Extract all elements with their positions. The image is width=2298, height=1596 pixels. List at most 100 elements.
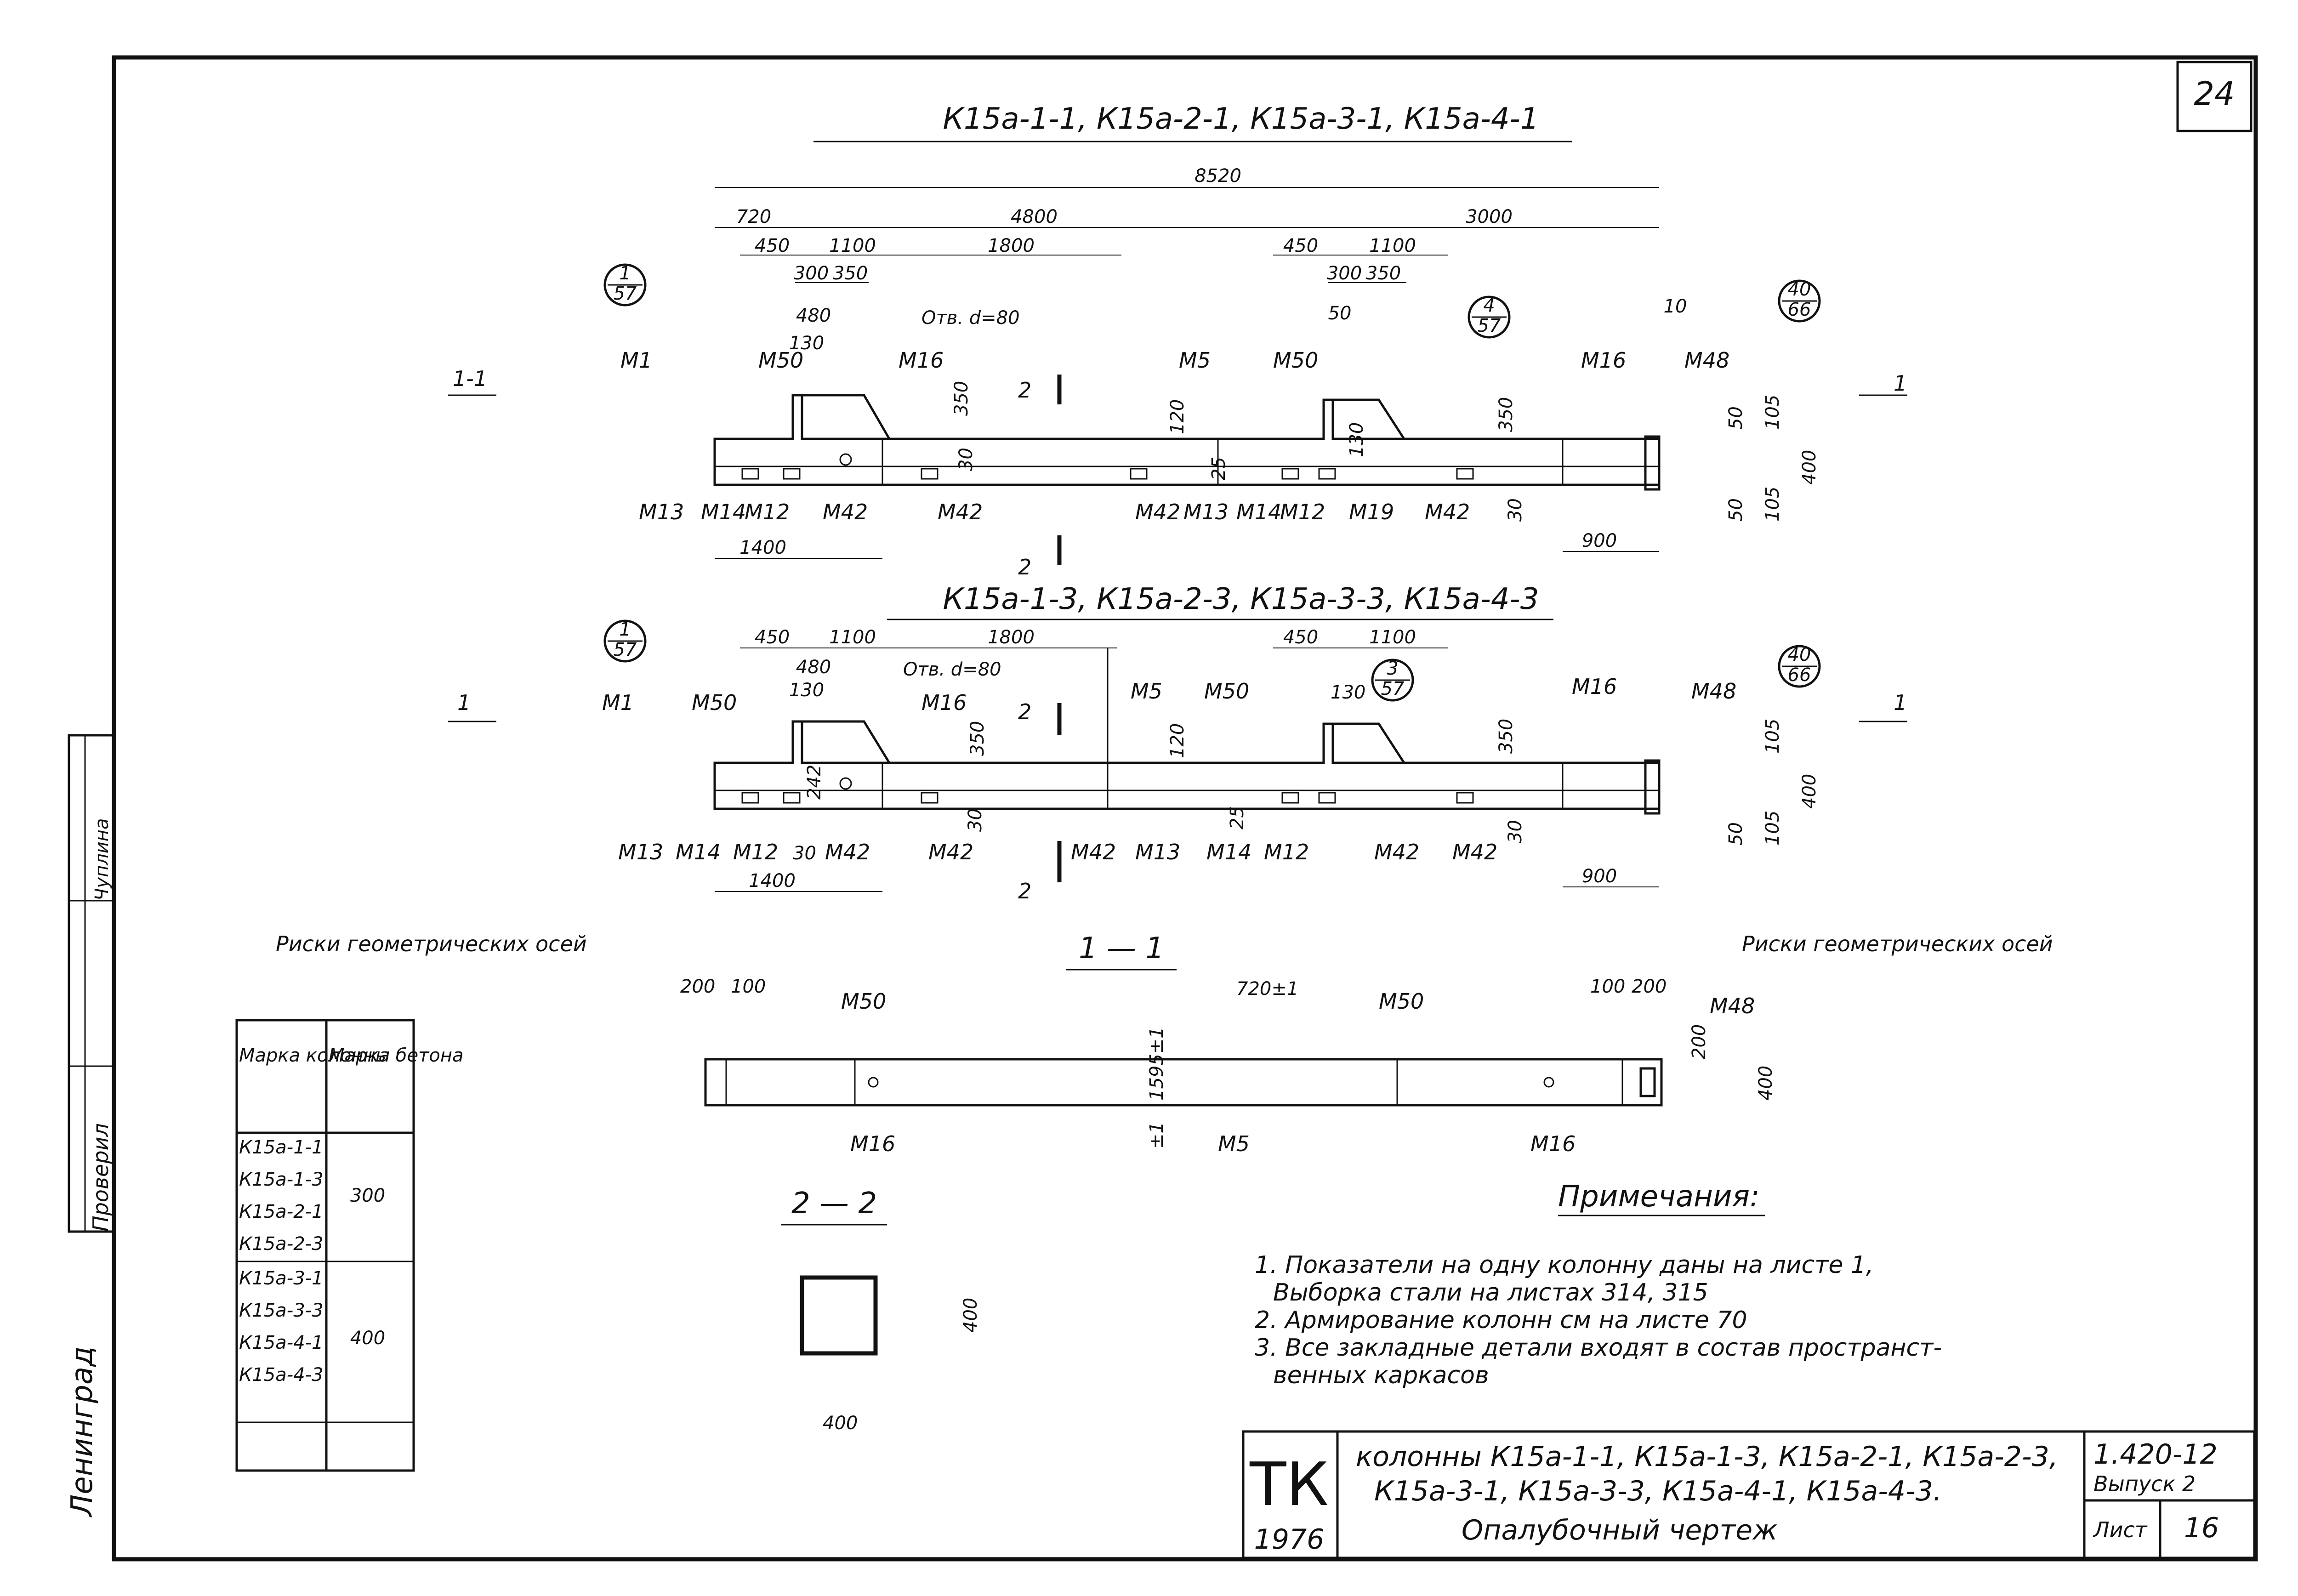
section11-dim-200r: 200 bbox=[1632, 976, 1667, 997]
view2-label-m12: M12 bbox=[733, 840, 778, 864]
view1-dim-120: 120 bbox=[1167, 399, 1188, 434]
view2-dim-450b: 450 bbox=[1283, 627, 1318, 648]
view2-dim-130b: 130 bbox=[1331, 682, 1365, 703]
view2-callout3-bottom: 66 bbox=[1788, 665, 1811, 686]
notes-item: 2. Армирование колонн см на листе 70 bbox=[1255, 1306, 1747, 1334]
view2-label-m5: M5 bbox=[1131, 679, 1162, 704]
view2-callout2-top: 3 bbox=[1387, 658, 1398, 679]
view1-dim-1800: 1800 bbox=[988, 235, 1035, 256]
view1-dim-4800: 4800 bbox=[1011, 206, 1058, 227]
view2-dim-105: 105 bbox=[1762, 719, 1783, 754]
view2-dim-1100: 1100 bbox=[829, 627, 876, 648]
view2-label-m42c: M42 bbox=[1071, 840, 1116, 864]
section11-label-m5: M5 bbox=[1218, 1131, 1250, 1156]
section11-dim-720: 720±1 bbox=[1236, 978, 1298, 1000]
marks-table-row: К15а-3-1 bbox=[239, 1268, 324, 1289]
side-stamp-checked: Проверил bbox=[88, 1123, 113, 1232]
view1-dim-50b: 50 bbox=[1725, 498, 1746, 522]
view1: К15а-1-1, К15а-2-1, К15а-3-1, К15а-4-1 8… bbox=[448, 102, 1907, 579]
view2-callout1-bottom: 57 bbox=[614, 639, 637, 660]
view1-dim-300b: 300 bbox=[1327, 263, 1362, 284]
view1-title: К15а-1-1, К15а-2-1, К15а-3-1, К15а-4-1 bbox=[943, 102, 1539, 136]
notes: Примечания: 1. Показатели на одну колонн… bbox=[1255, 1180, 1942, 1389]
sheet-number: 24 bbox=[2194, 75, 2235, 113]
view1-dim-350: 350 bbox=[833, 263, 868, 284]
marks-table: Марка колонны Марка бетона К15а-1-1 К15а… bbox=[235, 1019, 464, 1472]
notes-item: 1. Показатели на одну колонну даны на ли… bbox=[1255, 1251, 1874, 1279]
view1-dim-105b: 105 bbox=[1762, 487, 1783, 522]
view1-callout2-top: 4 bbox=[1483, 295, 1495, 316]
view1-dim-1400: 1400 bbox=[739, 537, 786, 558]
view1-dim-350b: 350 bbox=[1366, 263, 1401, 284]
view2-section-mark-2-top: 2 bbox=[1018, 699, 1031, 724]
view1-dim-10: 10 bbox=[1664, 296, 1687, 317]
view1-dim-1100b: 1100 bbox=[1369, 235, 1416, 256]
side-stamp-name: Чуплина bbox=[91, 818, 113, 901]
notes-item: 3. Все закладные детали входят в состав … bbox=[1255, 1334, 1942, 1362]
title-block-sheet-label: Лист bbox=[2093, 1517, 2148, 1542]
view1-dim-130: 130 bbox=[789, 333, 824, 354]
view2-callout3-top: 40 bbox=[1788, 644, 1811, 665]
view1-dim-30: 30 bbox=[956, 448, 977, 471]
view2-label-m42: M42 bbox=[825, 840, 870, 864]
marks-table-row: К15а-4-3 bbox=[239, 1364, 324, 1386]
view1-label-m42d: M42 bbox=[1425, 500, 1470, 524]
marks-table-row: К15а-1-3 bbox=[239, 1169, 324, 1190]
view2-dim-50: 50 bbox=[1725, 822, 1746, 846]
view2-label-m13b: M13 bbox=[1135, 840, 1180, 864]
view1-dim-8520: 8520 bbox=[1195, 165, 1241, 187]
view1-label-m19: M19 bbox=[1349, 500, 1394, 524]
view1-callout3-top: 40 bbox=[1788, 279, 1811, 300]
marks-table-row: К15а-2-1 bbox=[239, 1201, 324, 1222]
view1-section-mark-2-top: 2 bbox=[1018, 378, 1031, 403]
view2-callout2-bottom: 57 bbox=[1381, 678, 1405, 699]
view1-label-m14b: M14 bbox=[1236, 500, 1281, 524]
view2-label-m16: M16 bbox=[921, 690, 967, 715]
view1-dim-130v: 130 bbox=[1346, 422, 1367, 457]
view2-label-m48: M48 bbox=[1691, 679, 1736, 704]
section-1-1: 1 — 1 Риски геометрических осей Риски ге… bbox=[276, 931, 2053, 1156]
view1-label-m12b: M12 bbox=[1280, 500, 1325, 524]
view2-label-m42b: M42 bbox=[928, 840, 973, 864]
title-block-line1: колонны К15а-1-1, К15а-1-3, К15а-2-1, К1… bbox=[1356, 1441, 2058, 1473]
view2-dim-242: 242 bbox=[804, 765, 825, 800]
section11-dim-200: 200 bbox=[680, 976, 715, 997]
view1-label-m13: M13 bbox=[639, 500, 684, 524]
section22-title: 2 — 2 bbox=[791, 1187, 877, 1221]
view1-label-m12: M12 bbox=[745, 500, 790, 524]
view2-dim-450: 450 bbox=[755, 627, 790, 648]
view2-dim-105b: 105 bbox=[1762, 811, 1783, 846]
view1-dim-450: 450 bbox=[755, 235, 790, 256]
section11-dim-100: 100 bbox=[731, 976, 766, 997]
marks-table-concrete-300: 300 bbox=[350, 1185, 385, 1206]
view2-dim-1400: 1400 bbox=[749, 870, 796, 892]
view1-label-m1: M1 bbox=[620, 348, 652, 373]
view2-dim-1800: 1800 bbox=[988, 627, 1035, 648]
view2-section-mark-left: 1 bbox=[457, 690, 471, 715]
side-stamp-city: Ленинград bbox=[65, 1346, 99, 1518]
title-block-line3: Опалубочный чертеж bbox=[1462, 1514, 1777, 1546]
section11-dim-pm1: ±1 bbox=[1146, 1122, 1167, 1149]
title-block: ТК 1976 колонны К15а-1-1, К15а-1-3, К15а… bbox=[1242, 1430, 2256, 1559]
title-block-year: 1976 bbox=[1254, 1523, 1325, 1556]
section22-dim-bottom: 400 bbox=[823, 1413, 858, 1434]
view2-dim-1100b: 1100 bbox=[1369, 627, 1416, 648]
view2-dim-900: 900 bbox=[1582, 866, 1617, 887]
section22-dim-side: 400 bbox=[960, 1298, 981, 1333]
view1-dim-105: 105 bbox=[1762, 395, 1783, 430]
section11-dim-100r: 100 bbox=[1590, 976, 1625, 997]
view1-hole-note: Отв. d=80 bbox=[921, 307, 1020, 329]
view2-label-m16b: M16 bbox=[1572, 674, 1617, 699]
marks-table-header-concrete: Марка бетона bbox=[329, 1045, 464, 1066]
view1-label-m42: M42 bbox=[823, 500, 868, 524]
view2-dim-130: 130 bbox=[789, 680, 824, 701]
view1-label-m16: M16 bbox=[899, 348, 944, 373]
view2-label-m42d: M42 bbox=[1374, 840, 1419, 864]
view2-dim-30c: 30 bbox=[793, 843, 816, 864]
section11-dim-400: 400 bbox=[1755, 1066, 1776, 1101]
view2-label-m42e: M42 bbox=[1452, 840, 1497, 864]
view1-callout3-bottom: 66 bbox=[1788, 299, 1811, 320]
section11-label-m50b: M50 bbox=[1379, 989, 1424, 1014]
view1-section-mark-right: 1 bbox=[1894, 371, 1907, 396]
side-stamp: Ленинград Проверил Чуплина bbox=[65, 734, 115, 1518]
